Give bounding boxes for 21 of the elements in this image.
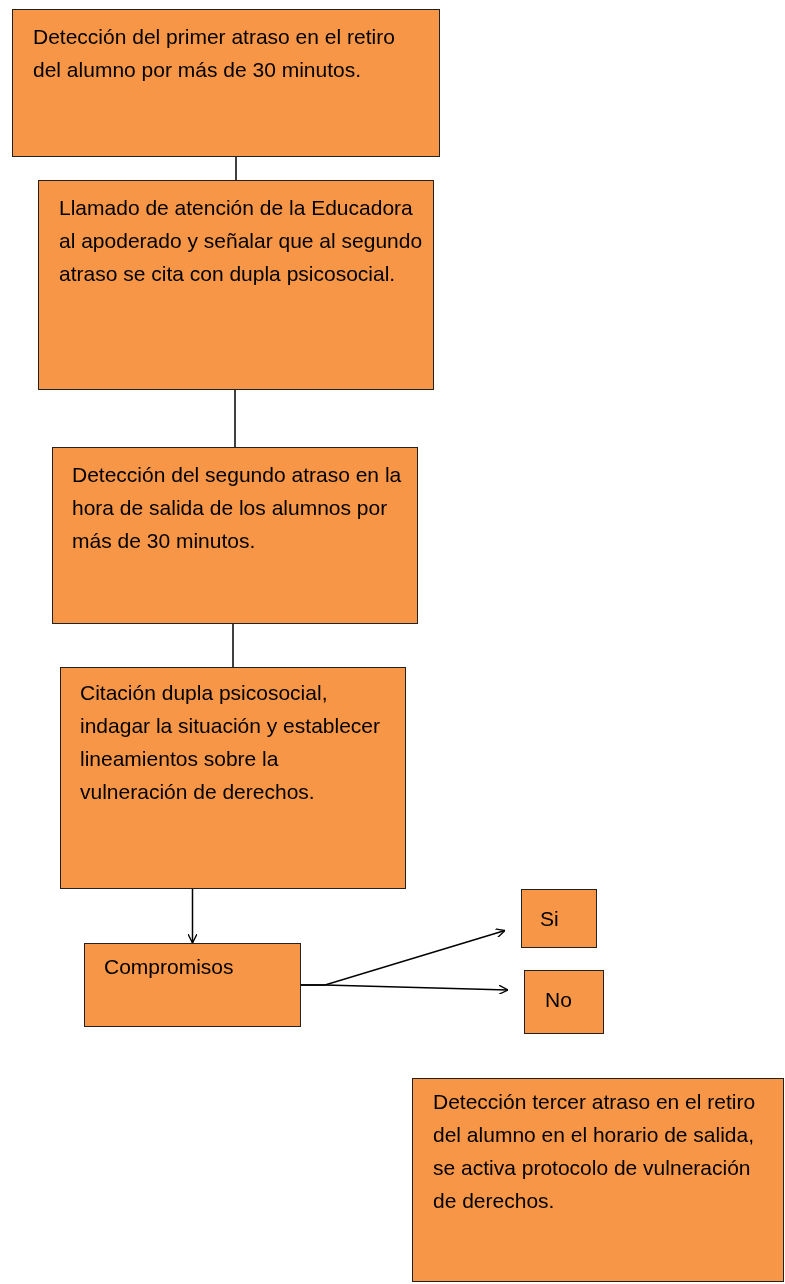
box-text: Citación dupla psicosocial, indagar la situación y establecer lineamientos sobre la vulneración de derechos.	[80, 680, 381, 805]
process-box	[524, 970, 604, 1034]
box-text: Detección del primer atraso en el retiro del alumno por más de 30 minutos.	[33, 24, 396, 83]
box-text: Llamado de atención de la Educadora al apoderado y señalar que al segundo atraso se cita con dupla psicosocial.	[59, 195, 424, 287]
process-box	[52, 447, 418, 624]
process-box	[412, 1078, 784, 1282]
box-text: Compromisos	[104, 954, 235, 980]
process-box	[84, 943, 301, 1027]
process-box	[521, 889, 597, 948]
box-text: No	[545, 987, 573, 1013]
arrow	[300, 984, 509, 995]
process-box	[38, 180, 434, 390]
connector-line	[235, 156, 237, 181]
process-box	[60, 667, 406, 889]
box-text: Detección del segundo atraso en la hora de salida de los alumnos por más de 30 minutos.	[72, 462, 402, 554]
connector-line	[234, 389, 236, 448]
box-text: Detección tercer atraso en el retiro del alumno en el horario de salida, se activa protocolo de vulneración de derechos.	[433, 1089, 757, 1214]
arrow	[187, 888, 198, 944]
connector-line	[232, 623, 234, 668]
process-box	[12, 9, 440, 157]
box-text: Si	[540, 906, 560, 932]
